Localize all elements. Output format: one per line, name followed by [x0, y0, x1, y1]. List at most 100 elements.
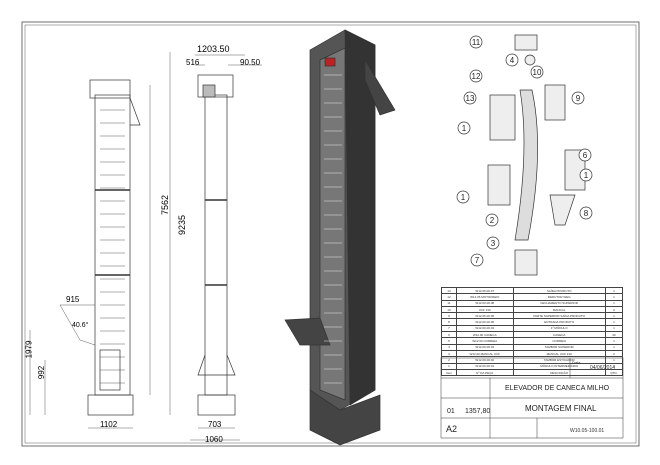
- bom-cell: 9: [441, 312, 457, 320]
- bom-cell: 11: [441, 299, 457, 307]
- bom-cell: 1: [604, 343, 624, 351]
- balloon-label: 1: [462, 124, 467, 133]
- bom-cell: 1: [604, 286, 624, 295]
- dim-side-base: 703: [208, 420, 222, 429]
- date-label: Data: [572, 360, 581, 365]
- dim-side-foot: 1060: [205, 435, 223, 444]
- sheet-border: [21, 21, 640, 447]
- balloon-label: 13: [466, 94, 475, 103]
- balloon-label: 1: [461, 193, 466, 202]
- bom-cell: Nº DA PEÇA: [455, 368, 514, 377]
- bom-cell: 5: [441, 337, 457, 345]
- bom-cell: 12: [441, 293, 457, 301]
- sheet-number: 01: [447, 408, 455, 415]
- bom-cell: 6: [441, 331, 457, 339]
- side-view: [197, 74, 236, 416]
- bom-cell: 13: [441, 286, 457, 295]
- bom-cell: 1: [604, 293, 624, 301]
- dim-height-body: 7562: [160, 194, 171, 216]
- front-view: [87, 79, 141, 416]
- balloon-label: 4: [510, 56, 515, 65]
- balloon-circle: [571, 91, 585, 105]
- balloon-circle: [578, 148, 592, 162]
- balloon-label: 11: [472, 38, 481, 47]
- bom-cell: 2: [604, 305, 624, 314]
- balloon-circle: [463, 91, 477, 105]
- balloon-circle: [486, 236, 500, 250]
- bom-cell: 1: [604, 312, 624, 320]
- weight-value: 1357,80: [465, 408, 491, 415]
- balloon-circle: [469, 35, 483, 49]
- exploded-view: [487, 34, 586, 276]
- balloon-label: 10: [533, 68, 542, 77]
- drawing-subtitle: MONTAGEM FINAL: [525, 404, 597, 413]
- balloon-label: 3: [491, 239, 496, 248]
- isometric-view: [284, 29, 396, 446]
- dim-left-offset: 915: [66, 295, 80, 304]
- dim-angle: 40.6°: [72, 322, 89, 329]
- dim-top-width: 1203.50: [197, 44, 230, 54]
- bom-cell: 4: [604, 362, 624, 370]
- balloon-label: 9: [576, 94, 581, 103]
- balloon-circle: [469, 69, 483, 83]
- bom-cell: 4: [441, 343, 457, 351]
- bom-cell: 7: [441, 324, 457, 333]
- dim-inlet-height: 1979: [24, 340, 34, 359]
- bom-cell: QTD.: [604, 368, 624, 377]
- bom-cell: 1: [441, 362, 457, 370]
- dim-inlet-lower: 992: [37, 365, 47, 380]
- bom-cell: 1: [604, 318, 624, 326]
- drawing-number: W10.05-100.01: [570, 428, 605, 434]
- balloon-circle: [579, 206, 593, 220]
- balloon-label: 8: [584, 209, 589, 218]
- date-value: 04/06/2014: [590, 365, 616, 371]
- dim-front-base: 1102: [100, 420, 118, 429]
- bom-cell: 10: [441, 305, 457, 314]
- sheet-format: A2: [446, 424, 458, 434]
- bom-cell: 1: [604, 356, 624, 364]
- bom-cell: 30: [604, 331, 624, 339]
- balloon-circle: [456, 190, 470, 204]
- inner-border: [24, 24, 637, 444]
- balloon-circle: [530, 65, 544, 79]
- balloon-label: 6: [583, 151, 588, 160]
- dim-top-left: 516: [186, 58, 200, 67]
- bom-cell: 2: [441, 356, 457, 364]
- dimension-lines: [29, 52, 262, 441]
- bom-cell: 1: [604, 324, 624, 333]
- bom-cell: 8: [441, 318, 457, 326]
- balloon-circle: [485, 213, 499, 227]
- bom-cell: 3: [441, 349, 457, 358]
- balloon-circle: [505, 53, 519, 67]
- bom-cell: 1: [604, 337, 624, 345]
- balloon-circle: [579, 168, 593, 182]
- balloon-label: 2: [490, 216, 495, 225]
- dim-height-total: 9235: [177, 214, 188, 236]
- balloon-label: 1: [584, 171, 589, 180]
- balloon-circle: [457, 121, 471, 135]
- balloon-circle: [470, 253, 484, 267]
- dim-top-right: 90.50: [240, 58, 261, 67]
- balloon-label: 7: [475, 256, 480, 265]
- balloon-label: 12: [472, 72, 481, 81]
- bom-cell: Item: [441, 368, 457, 377]
- bom-cell: 2: [604, 349, 624, 358]
- drawing-title: ELEVADOR DE CANECA MILHO: [505, 385, 610, 392]
- bom-cell: 1: [604, 299, 624, 307]
